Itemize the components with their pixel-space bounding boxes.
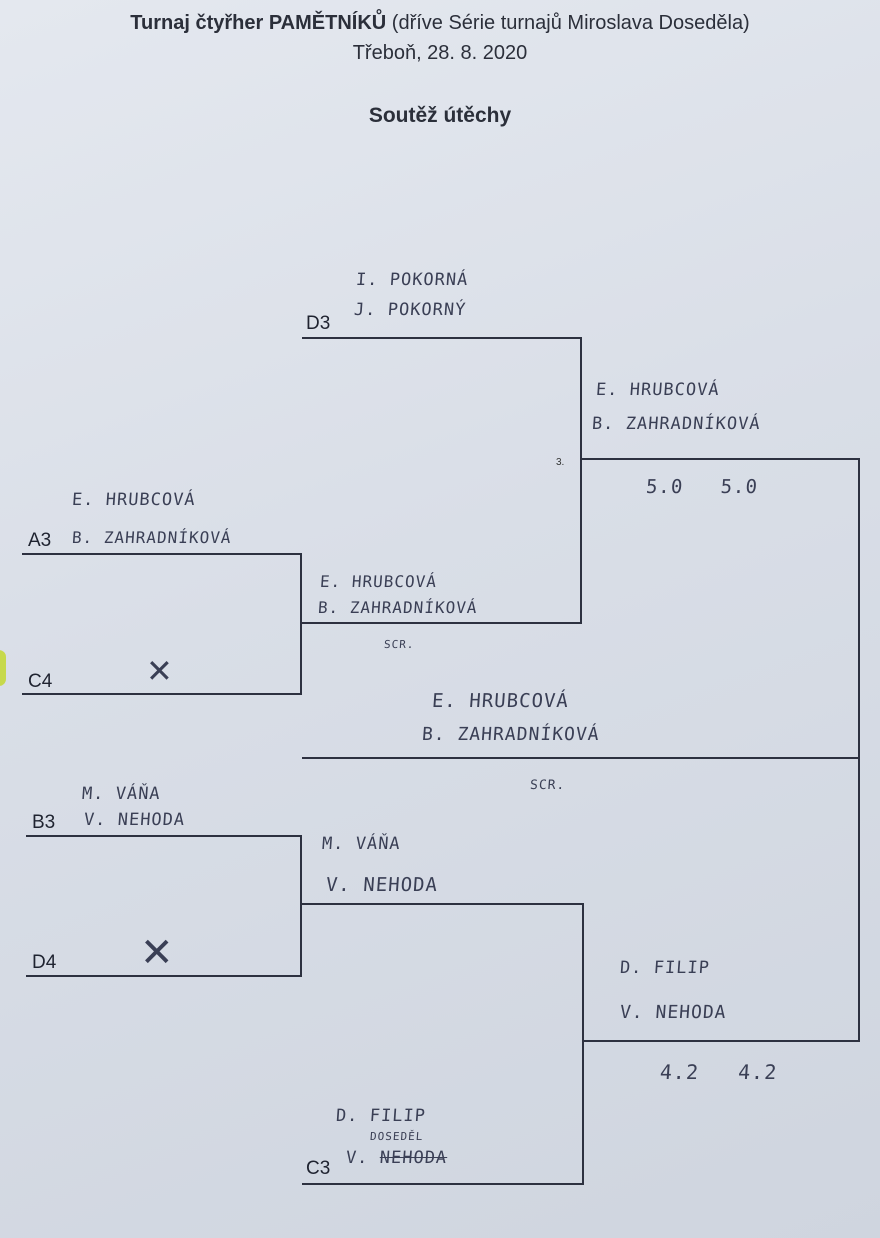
d3-player-2: J. POKORNÝ (353, 300, 468, 320)
r2-top-player-2: B. ZAHRADNÍKOVÁ (591, 414, 762, 434)
r2-top-score: 5.0 5.0 (645, 476, 759, 498)
r1-top-connector (300, 553, 302, 695)
r1-top-note: SCR. (383, 638, 415, 651)
r2-bot-player-2: V. NEHODA (619, 1002, 728, 1023)
place-date: Třeboň, 28. 8. 2020 (352, 42, 528, 64)
d4-line (26, 975, 302, 977)
r1-bot-player-2: V. NEHODA (325, 874, 439, 896)
d3-line (302, 337, 582, 339)
c3-player-2-struck: NEHODA (379, 1148, 448, 1168)
seed-c3: C3 (306, 1158, 331, 1179)
r1-bot-connector (300, 835, 302, 977)
section-title: Soutěž útěchy (368, 104, 512, 127)
a3-player-1: E. HRUBCOVÁ (71, 490, 197, 510)
seed-d4: D4 (32, 952, 57, 973)
b3-line (26, 835, 302, 837)
r2-bot-player-1: D. FILIP (619, 958, 711, 978)
a3-player-2: B. ZAHRADNÍKOVÁ (71, 528, 233, 547)
r1-bot-player-1: M. VÁŇA (321, 834, 402, 854)
r1-top-winner-line (300, 622, 582, 624)
final-note: SCR. (529, 778, 566, 793)
c3-line (302, 1183, 584, 1185)
d3-player-1: I. POKORNÁ (355, 270, 470, 290)
r1-top-player-2: B. ZAHRADNÍKOVÁ (317, 598, 479, 617)
sf-top-winner-line (582, 458, 860, 460)
sf-bot-winner-line (584, 1040, 860, 1042)
r1-bot-winner-line (300, 903, 584, 905)
r2-bot-score: 4.2 4.2 (659, 1060, 779, 1084)
edge-accent (0, 650, 6, 686)
seed-c4: C4 (28, 671, 53, 692)
final-connector (858, 458, 860, 1040)
final-winner-line (302, 757, 860, 759)
c3-player-2-prefix: V. (345, 1148, 370, 1168)
r2-top-player-1: E. HRUBCOVÁ (595, 380, 721, 400)
c4-empty-mark: ✕ (146, 652, 173, 690)
c3-player-2: V. NEHODA (345, 1148, 448, 1168)
sf-top-connector (580, 337, 582, 623)
final-player-1: E. HRUBCOVÁ (431, 690, 570, 712)
tournament-title-rest: (dříve Série turnajů Miroslava Doseděla) (386, 12, 750, 34)
c3-substitute-note: DOSEDĚL (369, 1130, 424, 1143)
r1-top-player-1: E. HRUBCOVÁ (319, 572, 438, 591)
b3-player-1: M. VÁŇA (81, 784, 162, 804)
tournament-title: Turnaj čtyřher PAMĚTNÍKŮ (dříve Série tu… (0, 12, 880, 35)
d4-empty-mark: ✕ (140, 930, 174, 976)
tournament-title-bold: Turnaj čtyřher PAMĚTNÍKŮ (130, 12, 387, 34)
r2-top-mark: 3. (556, 457, 565, 468)
seed-a3: A3 (28, 530, 52, 551)
seed-b3: B3 (32, 812, 56, 833)
sf-bot-connector (582, 903, 584, 1185)
final-player-2: B. ZAHRADNÍKOVÁ (421, 724, 601, 745)
b3-player-2: V. NEHODA (83, 810, 186, 830)
a3-line (22, 553, 302, 555)
c4-line (22, 693, 302, 695)
seed-d3: D3 (306, 313, 331, 334)
c3-player-1: D. FILIP (335, 1106, 427, 1126)
